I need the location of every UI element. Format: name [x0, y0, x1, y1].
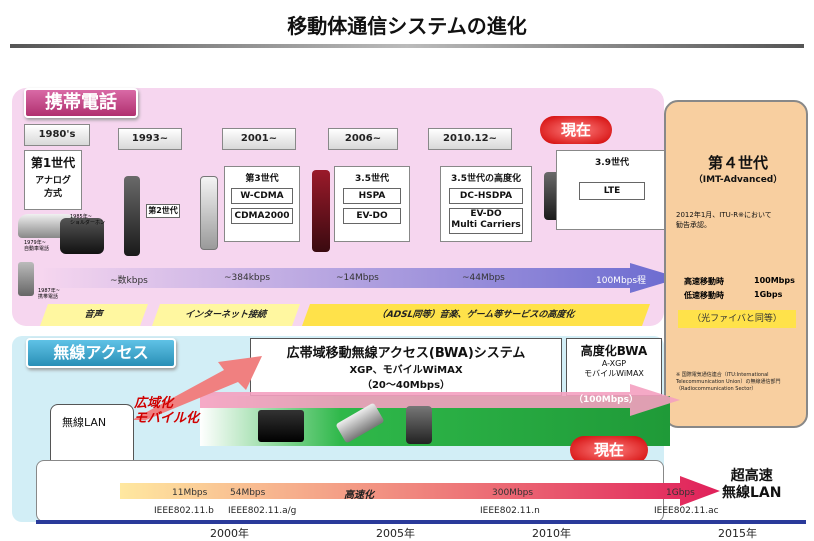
speed-gen35: ~14Mbps — [336, 273, 379, 283]
phone-note-car: 1979年~ 自動車電話 — [24, 240, 50, 252]
gen4-footnote: ※ 国際電気通信連合（ITU:International Telecommuni… — [676, 372, 781, 392]
gen3-box: 第3世代 W-CDMA CDMA2000 — [224, 166, 300, 242]
bwa-title: 広帯域移動無線アクセス(BWA)システム — [286, 346, 526, 361]
handheld-phone-image — [18, 262, 34, 296]
gen39-box: 3.9世代 LTE — [556, 150, 668, 230]
phone-note-handheld: 1987年~ 携帯電話 — [38, 288, 60, 300]
gen3-wcdma: W-CDMA — [231, 188, 293, 204]
speed-gen35-advanced: ~44Mbps — [462, 273, 505, 283]
gen2-label: 第2世代 — [146, 204, 180, 218]
pda-image — [406, 406, 432, 444]
bwa-arrow — [200, 384, 680, 416]
speedup-label: 高速化 — [344, 490, 374, 501]
wlan-speed-11ac: 1Gbps — [666, 488, 695, 498]
gen4-note: 2012年1月、ITU-R※において 勧告承認。 — [676, 211, 772, 229]
title-divider — [10, 44, 804, 48]
standard-11n: IEEE802.11.n — [480, 506, 540, 516]
gen4-speed-low: 1Gbps — [754, 290, 783, 299]
gen3-title: 第3世代 — [245, 174, 279, 184]
bwa-speed: （20～40Mbps） — [361, 380, 451, 391]
gen35-evdo: EV-DO — [343, 208, 401, 224]
year-2000: 2000年 — [210, 527, 249, 540]
wireless-section-label: 無線アクセス — [26, 338, 176, 368]
gen4-speed-high: 100Mbps — [754, 276, 795, 285]
gen4-speed-high-label: 高速移動時 — [684, 277, 724, 286]
era-1993: 1993~ — [118, 128, 182, 150]
gen35-title: 3.5世代 — [355, 174, 389, 184]
gen39-lte: LTE — [579, 182, 645, 200]
now-badge-wireless: 現在 — [570, 436, 648, 464]
era-2001: 2001~ — [222, 128, 296, 150]
advanced-bwa-axgp: A-XGP — [601, 359, 627, 368]
era-1980s: 1980's — [24, 124, 90, 146]
era-2010: 2010.12~ — [428, 128, 512, 150]
gen35-advanced-dchsdpa: DC-HSDPA — [449, 188, 523, 204]
mobile-section-label: 携帯電話 — [24, 88, 138, 118]
gen2-phone-image — [124, 176, 140, 256]
speed-gen2: ~数kbps — [110, 276, 148, 286]
era-2006: 2006~ — [328, 128, 398, 150]
phone-note-shoulder: 1985年~ ショルダーホン — [70, 214, 106, 226]
year-2005: 2005年 — [376, 527, 415, 540]
gen4-speed-low-label: 低速移動時 — [684, 291, 724, 300]
gen4-panel — [664, 100, 808, 428]
laptop-image — [258, 410, 304, 442]
gen35-hspa: HSPA — [343, 188, 401, 204]
wide-area-arrow — [132, 356, 262, 420]
wlan-speed-11b: 11Mbps — [172, 488, 208, 498]
now-badge-mobile: 現在 — [540, 116, 612, 144]
wide-area-label: 広域化 モバイル化 — [134, 396, 200, 426]
speed-gen3: ~384kbps — [224, 273, 271, 283]
gen35-phone-image — [312, 170, 330, 252]
standard-11ag: IEEE802.11.a/g — [228, 506, 297, 516]
advanced-bwa-wimax: モバイルWiMAX — [584, 369, 644, 378]
gen35-box: 3.5世代 HSPA EV-DO — [334, 166, 410, 242]
gen4-subtitle: （IMT-Advanced） — [693, 175, 783, 185]
service-internet: インターネット接続 — [151, 304, 301, 326]
gen4-fiber-note: （光ファイバと同等） — [678, 310, 796, 328]
gen39-title: 3.9世代 — [595, 158, 629, 168]
gen1-title: 第1世代 — [30, 156, 76, 170]
gen35-advanced-title: 3.5世代の高度化 — [451, 174, 521, 184]
gen3-phone-image — [200, 176, 218, 250]
page-title: 移動体通信システムの進化 — [287, 14, 527, 38]
wlan-label: 無線LAN — [62, 416, 107, 429]
bwa-box: 広帯域移動無線アクセス(BWA)システム XGP、モバイルWiMAX （20～4… — [250, 338, 562, 396]
speed-gen39: 100Mbps程 — [596, 276, 647, 286]
wlan-speed-11ag: 54Mbps — [230, 488, 266, 498]
super-fast-wlan-label: 超高速 無線LAN — [722, 468, 782, 501]
timeline-axis — [36, 520, 806, 524]
advanced-bwa-title: 高度化BWA — [580, 344, 648, 358]
wlan-speed-11n: 300Mbps — [492, 488, 534, 498]
advanced-bwa-speed: （100Mbps） — [574, 395, 638, 405]
bwa-subtitle: XGP、モバイルWiMAX — [349, 365, 463, 376]
year-2015: 2015年 — [718, 527, 757, 540]
shoulder-phone-image — [60, 218, 104, 254]
gen35-advanced-evdo: EV-DO Multi Carriers — [449, 208, 523, 234]
standard-11ac: IEEE802.11.ac — [654, 506, 719, 516]
gen35-advanced-box: 3.5世代の高度化 DC-HSDPA EV-DO Multi Carriers — [440, 166, 532, 242]
speed-arrow — [40, 263, 680, 293]
service-advanced: （ADSL同等）音楽、ゲーム等サービスの高度化 — [301, 304, 651, 326]
gen3-cdma2000: CDMA2000 — [231, 208, 293, 224]
wlan-speed-arrow — [120, 476, 720, 506]
gen1-subtitle: アナログ 方式 — [35, 176, 71, 199]
year-2010: 2010年 — [532, 527, 571, 540]
service-voice: 音声 — [39, 304, 149, 326]
advanced-bwa-box: 高度化BWA A-XGP モバイルWiMAX — [566, 338, 662, 396]
standard-11b: IEEE802.11.b — [154, 506, 214, 516]
gen1-box: 第1世代 アナログ 方式 — [24, 150, 82, 210]
gen4-title: 第４世代 — [707, 154, 768, 172]
